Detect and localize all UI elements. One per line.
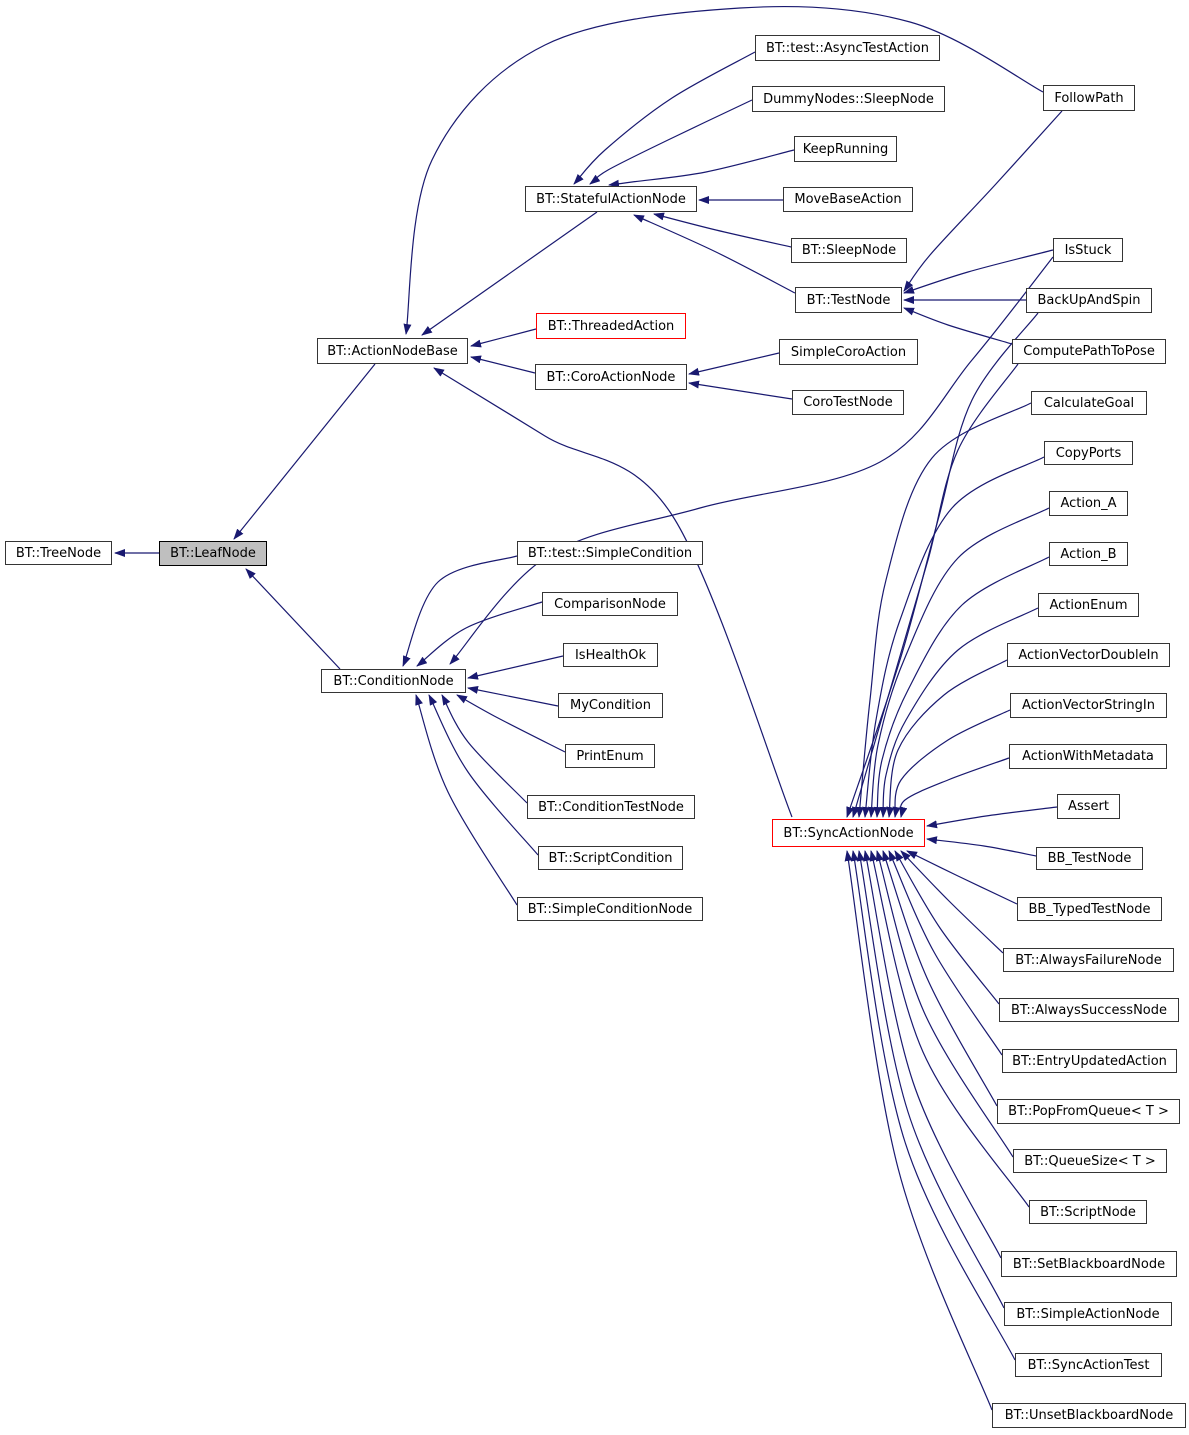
edge-threaded-to-anb xyxy=(470,328,537,348)
class-node-cports[interactable]: CopyPorts xyxy=(1044,441,1133,465)
class-node-asucc[interactable]: BT::AlwaysSuccessNode xyxy=(999,998,1179,1022)
edge-unsetbb-to-sync xyxy=(844,850,993,1411)
edge-penum-to-cond xyxy=(456,694,566,753)
edge-qsize-to-sync xyxy=(875,850,1014,1158)
edge-anb-to-leaf xyxy=(233,363,376,540)
edge-cpath-to-sync xyxy=(851,363,1019,818)
edge-assert-to-sync xyxy=(926,806,1058,829)
class-node-backup[interactable]: BackUpAndSpin xyxy=(1026,288,1152,313)
edge-avdi-to-sync xyxy=(886,659,1008,818)
class-node-scondition[interactable]: BT::test::SimpleCondition xyxy=(517,541,703,565)
class-node-cpath[interactable]: ComputePathToPose xyxy=(1012,339,1166,364)
edge-ctest-to-coro xyxy=(688,380,793,400)
class-node-syncat[interactable]: BT::SyncActionTest xyxy=(1015,1353,1162,1377)
edge-follow-to-anb xyxy=(403,6,1044,335)
edge-keep-to-stateful xyxy=(608,149,795,188)
edge-scriptn-to-sync xyxy=(869,850,1030,1208)
class-node-qsize[interactable]: BT::QueueSize< T > xyxy=(1013,1149,1167,1173)
class-node-afail[interactable]: BT::AlwaysFailureNode xyxy=(1003,948,1174,972)
edge-avsi-to-sync xyxy=(892,709,1011,818)
class-node-simpa[interactable]: BT::SimpleActionNode xyxy=(1004,1302,1172,1326)
edge-follow-to-test xyxy=(903,110,1063,292)
class-node-async[interactable]: BT::test::AsyncTestAction xyxy=(755,35,940,61)
class-node-aenum[interactable]: ActionEnum xyxy=(1038,593,1139,617)
class-node-anb[interactable]: BT::ActionNodeBase xyxy=(317,338,468,364)
edge-eupd-to-sync xyxy=(888,850,1003,1056)
class-node-scriptc[interactable]: BT::ScriptCondition xyxy=(538,846,683,870)
class-node-scriptn[interactable]: BT::ScriptNode xyxy=(1029,1200,1147,1224)
class-node-aa[interactable]: Action_A xyxy=(1049,491,1128,516)
edge-asucc-to-sync xyxy=(894,850,1000,1005)
edge-bbtt-to-sync xyxy=(906,850,1018,905)
edge-ishealth-to-cond xyxy=(467,655,564,680)
class-node-cgoal[interactable]: CalculateGoal xyxy=(1031,391,1147,415)
class-node-condtest[interactable]: BT::ConditionTestNode xyxy=(527,795,695,819)
edge-test-to-stateful xyxy=(633,214,796,294)
class-node-scoro[interactable]: SimpleCoroAction xyxy=(779,339,918,365)
class-node-sync[interactable]: BT::SyncActionNode xyxy=(772,819,925,847)
class-node-compn[interactable]: ComparisonNode xyxy=(542,592,678,616)
edge-popq-to-sync xyxy=(882,850,998,1107)
class-node-ishealth[interactable]: IsHealthOk xyxy=(563,643,658,667)
class-node-scondnode[interactable]: BT::SimpleConditionNode xyxy=(517,897,703,921)
class-node-avsi[interactable]: ActionVectorStringIn xyxy=(1010,693,1167,718)
edge-compn-to-cond xyxy=(416,601,543,667)
edge-cond-to-leaf xyxy=(245,568,341,670)
class-node-ab[interactable]: Action_B xyxy=(1049,542,1128,566)
class-node-assert[interactable]: Assert xyxy=(1057,794,1120,819)
edge-mycond-to-cond xyxy=(467,686,559,707)
class-node-test[interactable]: BT::TestNode xyxy=(795,287,902,313)
class-node-coro[interactable]: BT::CoroActionNode xyxy=(535,364,687,390)
class-node-bbt[interactable]: BB_TestNode xyxy=(1036,847,1143,870)
edge-sleep-to-stateful xyxy=(653,212,792,248)
edge-bbt-to-sync xyxy=(926,836,1037,857)
class-node-ctest[interactable]: CoroTestNode xyxy=(792,390,904,415)
edge-async-to-stateful xyxy=(573,51,756,185)
class-node-popq[interactable]: BT::PopFromQueue< T > xyxy=(997,1099,1180,1124)
edge-backup-to-sync xyxy=(846,312,1039,818)
edge-cpath-to-test xyxy=(903,307,1013,345)
class-node-mycond[interactable]: MyCondition xyxy=(558,693,663,718)
class-node-keep[interactable]: KeepRunning xyxy=(794,136,897,162)
edge-awm-to-sync xyxy=(899,757,1010,818)
class-node-leaf: BT::LeafNode xyxy=(159,541,267,566)
class-node-follow[interactable]: FollowPath xyxy=(1043,85,1135,111)
class-node-stuck[interactable]: IsStuck xyxy=(1053,238,1123,262)
class-node-penum[interactable]: PrintEnum xyxy=(565,744,655,768)
class-node-bbtt[interactable]: BB_TypedTestNode xyxy=(1017,897,1162,921)
class-node-unsetbb[interactable]: BT::UnsetBlackboardNode xyxy=(992,1403,1186,1428)
class-node-tree[interactable]: BT::TreeNode xyxy=(5,541,112,565)
edge-scriptc-to-cond xyxy=(428,694,539,856)
edge-dummy-to-stateful xyxy=(589,99,753,185)
edge-afail-to-sync xyxy=(900,850,1004,954)
edge-stuck-to-test xyxy=(903,249,1054,294)
class-node-threaded[interactable]: BT::ThreadedAction xyxy=(536,313,686,339)
edge-setbb-to-sync xyxy=(863,850,1002,1259)
edge-coro-to-anb xyxy=(470,355,536,374)
edge-scondition-to-cond xyxy=(402,555,518,667)
class-node-move[interactable]: MoveBaseAction xyxy=(783,187,913,212)
class-node-eupd[interactable]: BT::EntryUpdatedAction xyxy=(1002,1049,1177,1073)
class-node-sleep[interactable]: BT::SleepNode xyxy=(791,238,907,263)
edge-simpa-to-sync xyxy=(856,850,1005,1309)
edge-ab-to-sync xyxy=(873,556,1050,818)
class-node-stateful[interactable]: BT::StatefulActionNode xyxy=(525,186,697,212)
edge-syncat-to-sync xyxy=(850,850,1016,1361)
edge-cgoal-to-sync xyxy=(855,402,1032,818)
edge-condtest-to-cond xyxy=(441,694,528,804)
edge-scondnode-to-cond xyxy=(415,694,518,906)
class-node-dummy[interactable]: DummyNodes::SleepNode xyxy=(752,86,945,112)
class-node-avdi[interactable]: ActionVectorDoubleIn xyxy=(1007,643,1170,667)
class-node-setbb[interactable]: BT::SetBlackboardNode xyxy=(1001,1251,1177,1277)
class-node-cond[interactable]: BT::ConditionNode xyxy=(321,669,466,693)
class-node-awm[interactable]: ActionWithMetadata xyxy=(1009,744,1167,769)
edge-scoro-to-coro xyxy=(688,352,780,376)
